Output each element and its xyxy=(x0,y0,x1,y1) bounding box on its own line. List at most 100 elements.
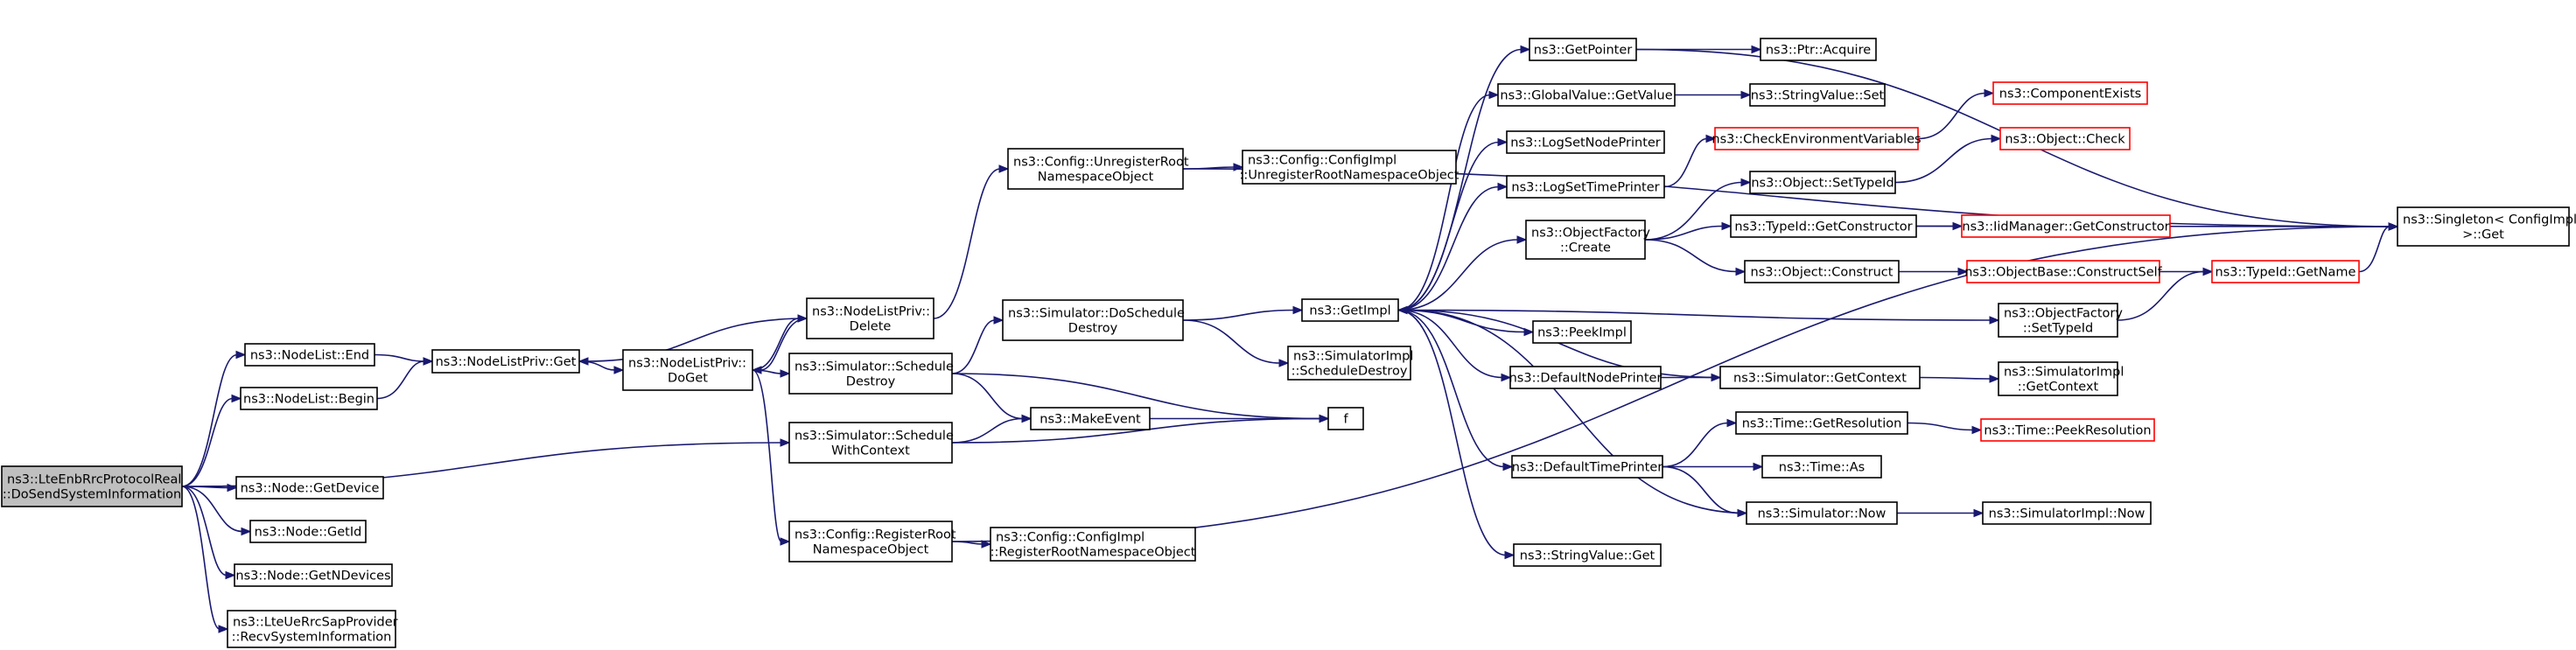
node-simimpl_sched[interactable]: ns3::SimulatorImpl::ScheduleDestroy xyxy=(1287,346,1413,381)
node-f[interactable]: f xyxy=(1327,407,1364,430)
node-sv_get[interactable]: ns3::StringValue::Get xyxy=(1513,543,1662,567)
node-peekimpl[interactable]: ns3::PeekImpl xyxy=(1532,320,1632,344)
node-label: ns3::Object::SetTypeId xyxy=(1751,176,1894,190)
node-label: ns3::ComponentExists xyxy=(1999,87,2142,101)
node-label: ns3::LteEnbRrcProtocolReal xyxy=(7,472,181,486)
node-gv_getvalue[interactable]: ns3::GlobalValue::GetValue xyxy=(1497,83,1676,107)
node-obj_settypeid[interactable]: ns3::Object::SetTypeId xyxy=(1749,171,1896,194)
node-label: Delete xyxy=(850,319,892,333)
node-label: ns3::Simulator::Schedule xyxy=(794,360,954,374)
node-label: ns3::GetPointer xyxy=(1534,43,1633,57)
node-checkenv[interactable]: ns3::CheckEnvironmentVariables xyxy=(1712,127,1922,150)
node-label: ns3::LogSetNodePrinter xyxy=(1510,136,1661,150)
node-tid_getname[interactable]: ns3::TypeId::GetName xyxy=(2211,260,2360,283)
edge-getimpl-to-logtimeprinter xyxy=(1397,182,1508,311)
node-label: ns3::DefaultTimePrinter xyxy=(1512,460,1662,474)
edge-sim_doschedule-to-simimpl_sched xyxy=(1182,319,1290,367)
edge-of_create-to-tid_getctor xyxy=(1644,221,1732,241)
node-node_getndevices[interactable]: ns3::Node::GetNDevices xyxy=(234,563,393,587)
edge-getimpl-to-defnodeprinter xyxy=(1397,309,1512,382)
node-label: ns3::NodeListPriv:: xyxy=(812,304,930,318)
node-time_as[interactable]: ns3::Time::As xyxy=(1761,455,1882,479)
node-nlp_delete[interactable]: ns3::NodeListPriv::Delete xyxy=(806,297,934,339)
node-cfg_unregister[interactable]: ns3::Config::UnregisterRootNamespaceObje… xyxy=(1007,148,1189,190)
node-simimpl_now[interactable]: ns3::SimulatorImpl::Now xyxy=(1982,501,2152,525)
node-sim_getcontext[interactable]: ns3::Simulator::GetContext xyxy=(1719,366,1921,389)
node-recvsys[interactable]: ns3::LteUeRrcSapProvider::RecvSystemInfo… xyxy=(227,610,398,648)
node-getpointer[interactable]: ns3::GetPointer xyxy=(1529,38,1637,61)
node-nlp_get[interactable]: ns3::NodeListPriv::Get xyxy=(431,349,580,374)
edge-root-to-node_getndevices xyxy=(181,486,236,580)
node-singleton[interactable]: ns3::Singleton< ConfigImpl >::Get xyxy=(2397,206,2576,247)
node-nlp_doget[interactable]: ns3::NodeListPriv::DoGet xyxy=(622,349,753,391)
node-label: ns3::Simulator::Now xyxy=(1758,507,1886,521)
node-label: ::Create xyxy=(1560,241,1611,255)
edge-nlp_doget-to-cfg_register xyxy=(752,369,791,546)
edge-nlp_doget-to-sim_sched_destroy xyxy=(752,369,791,378)
node-label: ns3::Config::ConfigImpl xyxy=(1248,153,1396,167)
edge-logtimeprinter-to-checkenv xyxy=(1663,134,1717,188)
node-obj_construct[interactable]: ns3::Object::Construct xyxy=(1744,260,1900,283)
node-ptr_acquire[interactable]: ns3::Ptr::Acquire xyxy=(1760,38,1877,61)
node-node_getid[interactable]: ns3::Node::GetId xyxy=(249,520,367,543)
node-label: ns3::PeekImpl xyxy=(1537,325,1627,339)
edge-obj_construct-to-ob_constructself xyxy=(1899,267,1969,276)
node-label: ns3::SimulatorImpl xyxy=(1293,349,1413,363)
node-tid_getctor[interactable]: ns3::TypeId::GetConstructor xyxy=(1730,214,1917,238)
edge-of_create-to-obj_settypeid xyxy=(1644,178,1752,241)
node-ob_constructself[interactable]: ns3::ObjectBase::ConstructSelf xyxy=(1964,260,2163,283)
edge-makeevent-to-f xyxy=(1149,414,1330,423)
node-root: ns3::LteEnbRrcProtocolReal::DoSendSystem… xyxy=(1,465,183,507)
node-label: ns3::MakeEvent xyxy=(1040,412,1141,426)
node-label: Destroy xyxy=(846,374,896,388)
node-node_getdevice[interactable]: ns3::Node::GetDevice xyxy=(235,476,384,500)
edge-sim_getcontext-to-simimpl_getctx xyxy=(1919,374,2000,383)
node-lognodeprinter[interactable]: ns3::LogSetNodePrinter xyxy=(1506,130,1665,154)
edge-getimpl-to-gv_getvalue xyxy=(1397,90,1500,311)
node-label: ns3::GlobalValue::GetValue xyxy=(1500,88,1672,102)
node-iid_getctor[interactable]: ns3::IidManager::GetConstructor xyxy=(1961,214,2171,238)
node-cfg_register[interactable]: ns3::Config::RegisterRootNamespaceObject xyxy=(788,521,956,563)
node-label: ns3::TypeId::GetName xyxy=(2216,265,2356,279)
node-label: ns3::Time::GetResolution xyxy=(1742,416,1902,430)
node-label: ns3::SimulatorImpl::Now xyxy=(1989,507,2146,521)
node-sv_set[interactable]: ns3::StringValue::Set xyxy=(1749,83,1886,107)
node-sim_now[interactable]: ns3::Simulator::Now xyxy=(1746,501,1898,525)
node-label: NamespaceObject xyxy=(1038,170,1154,184)
node-label: ns3::Node::GetDevice xyxy=(241,481,380,495)
node-compexists[interactable]: ns3::ComponentExists xyxy=(1992,81,2148,105)
node-defnodeprinter[interactable]: ns3::DefaultNodePrinter xyxy=(1509,366,1662,389)
node-label: ns3::ObjectFactory xyxy=(2004,306,2123,320)
node-nl_end[interactable]: ns3::NodeList::End xyxy=(244,343,375,367)
node-deftimeprinter[interactable]: ns3::DefaultTimePrinter xyxy=(1511,455,1663,479)
edge-getimpl-to-lognodeprinter xyxy=(1397,137,1508,311)
node-of_create[interactable]: ns3::ObjectFactory::Create xyxy=(1525,220,1650,260)
node-label: ns3::ObjectBase::ConstructSelf xyxy=(1964,265,2162,279)
node-sim_sched_destroy[interactable]: ns3::Simulator::ScheduleDestroy xyxy=(788,353,954,395)
node-cfgimpl_unregister[interactable]: ns3::Config::ConfigImpl::UnregisterRootN… xyxy=(1240,150,1460,185)
edge-nl_begin-to-nlp_get xyxy=(376,357,434,400)
node-getimpl[interactable]: ns3::GetImpl xyxy=(1301,298,1399,322)
node-obj_check[interactable]: ns3::Object::Check xyxy=(1999,127,2131,150)
node-label: >::Get xyxy=(2462,227,2504,241)
node-of_settypeid[interactable]: ns3::ObjectFactory::SetTypeId xyxy=(1998,303,2123,338)
node-time_getres[interactable]: ns3::Time::GetResolution xyxy=(1735,411,1908,435)
node-makeevent[interactable]: ns3::MakeEvent xyxy=(1030,407,1151,430)
edge-nlp_delete-to-cfg_unregister xyxy=(933,164,1010,319)
node-label: ns3::IidManager::GetConstructor xyxy=(1962,220,2169,234)
node-logtimeprinter[interactable]: ns3::LogSetTimePrinter xyxy=(1506,175,1665,199)
node-label: ns3::NodeListPriv:: xyxy=(628,356,746,370)
node-simimpl_getctx[interactable]: ns3::SimulatorImpl::GetContext xyxy=(1998,361,2124,396)
node-label: ::UnregisterRootNamespaceObject xyxy=(1240,168,1460,182)
node-nl_begin[interactable]: ns3::NodeList::Begin xyxy=(240,387,378,410)
node-label: ns3::Singleton< ConfigImpl xyxy=(2403,213,2576,227)
edge-time_getres-to-time_peekres xyxy=(1907,422,1983,435)
node-cfgimpl_register[interactable]: ns3::Config::ConfigImpl::RegisterRootNam… xyxy=(990,527,1196,562)
edge-root-to-nl_begin xyxy=(181,394,242,487)
node-label: ns3::DefaultNodePrinter xyxy=(1509,371,1662,385)
node-time_peekres[interactable]: ns3::Time::PeekResolution xyxy=(1980,418,2155,442)
node-label: ns3::Object::Check xyxy=(2005,132,2125,146)
